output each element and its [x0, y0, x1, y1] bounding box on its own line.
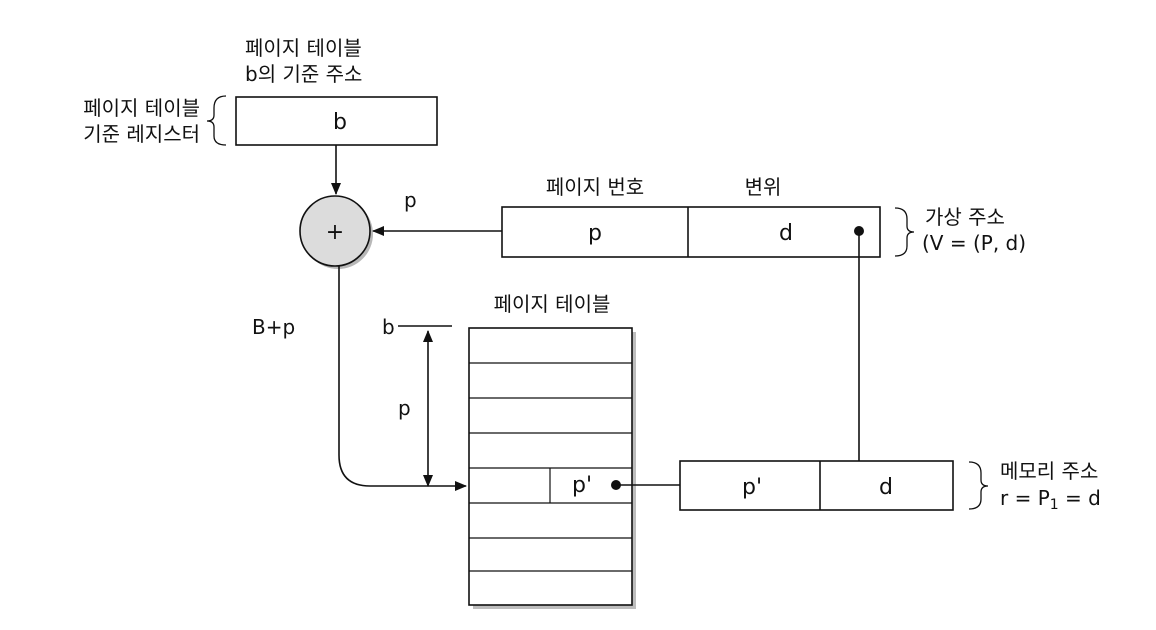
base-address-label-line2: b의 기준 주소: [245, 62, 362, 86]
base-register-value: b: [333, 110, 347, 135]
offset-header: 변위: [745, 175, 782, 199]
register-label-line2: 기준 레지스터: [83, 122, 200, 146]
register-brace: [206, 95, 227, 146]
memory-address-box: [679, 460, 954, 511]
memory-address-label-line2: r = P1 = d: [1000, 486, 1101, 513]
page-table-frame-entry: p': [572, 473, 592, 498]
base-address-label-line1: 페이지 테이블: [245, 36, 362, 60]
virtual-address-label-line1: 가상 주소: [925, 205, 1005, 229]
virtual-address-label-line2: (V = (P, d): [922, 231, 1026, 255]
base-plus-p-label: B+p: [252, 315, 295, 339]
virtual-page-cell: p: [588, 221, 602, 246]
memory-address-label-line1: 메모리 주소: [1000, 459, 1098, 483]
virtual-address-box: [501, 206, 881, 258]
memory-frame-cell: p': [742, 475, 762, 500]
memory-address-brace: [968, 461, 989, 510]
adder-to-page-table-arrow: [338, 266, 467, 491]
page-number-header: 페이지 번호: [546, 175, 644, 199]
page-table-box: [468, 327, 633, 606]
base-register-box: [235, 96, 438, 146]
register-label-line1: 페이지 테이블: [83, 96, 200, 120]
adder-plus-symbol: +: [326, 220, 344, 245]
virtual-address-brace: [894, 207, 915, 257]
page-number-arrow-label: p: [404, 188, 417, 212]
page-table-title: 페이지 테이블: [494, 292, 611, 316]
adder-circle: [299, 195, 371, 267]
offset-range-label: p: [398, 396, 411, 420]
virtual-offset-cell: d: [779, 221, 793, 246]
memory-offset-cell: d: [879, 475, 893, 500]
page-table-base-marker: b: [382, 315, 395, 339]
